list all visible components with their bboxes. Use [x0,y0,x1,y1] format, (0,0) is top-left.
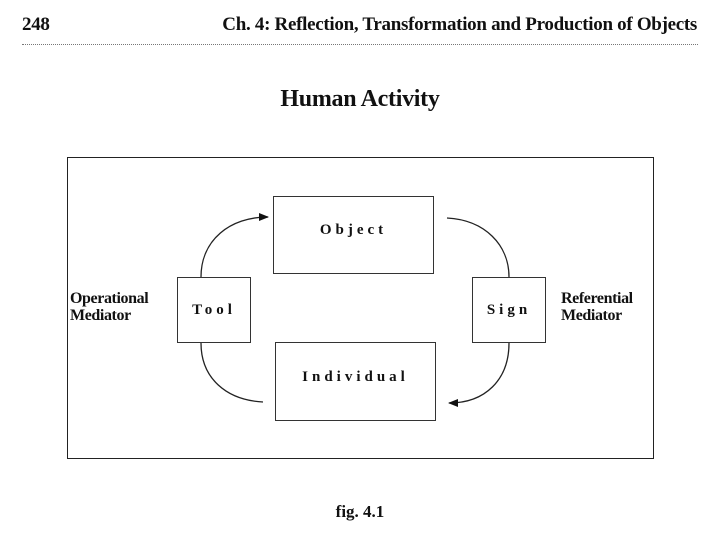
tool-node: Tool [177,277,251,343]
line-object-to-sign [446,217,510,278]
arrow-sign-to-individual [448,342,510,407]
label-line: Operational [70,290,149,307]
object-node: Object [273,196,434,274]
label-line: Referential [561,290,633,307]
sign-node: Sign [472,277,546,343]
page-number: 248 [22,14,50,35]
individual-node: Individual [275,342,436,421]
figure-caption: fig. 4.1 [335,502,385,521]
label-line: Mediator [70,307,131,324]
operational-mediator-label: Operational Mediator [70,290,149,324]
line-individual-to-tool [200,342,264,403]
running-head: Ch. 4: Reflection, Transformation and Pr… [222,14,697,35]
figure-title: Human Activity [280,86,440,112]
header-rule [22,44,698,45]
referential-mediator-label: Referential Mediator [561,290,633,324]
arrow-tool-to-object [200,213,269,278]
label-line: Mediator [561,307,622,324]
diagram-frame [67,157,654,459]
